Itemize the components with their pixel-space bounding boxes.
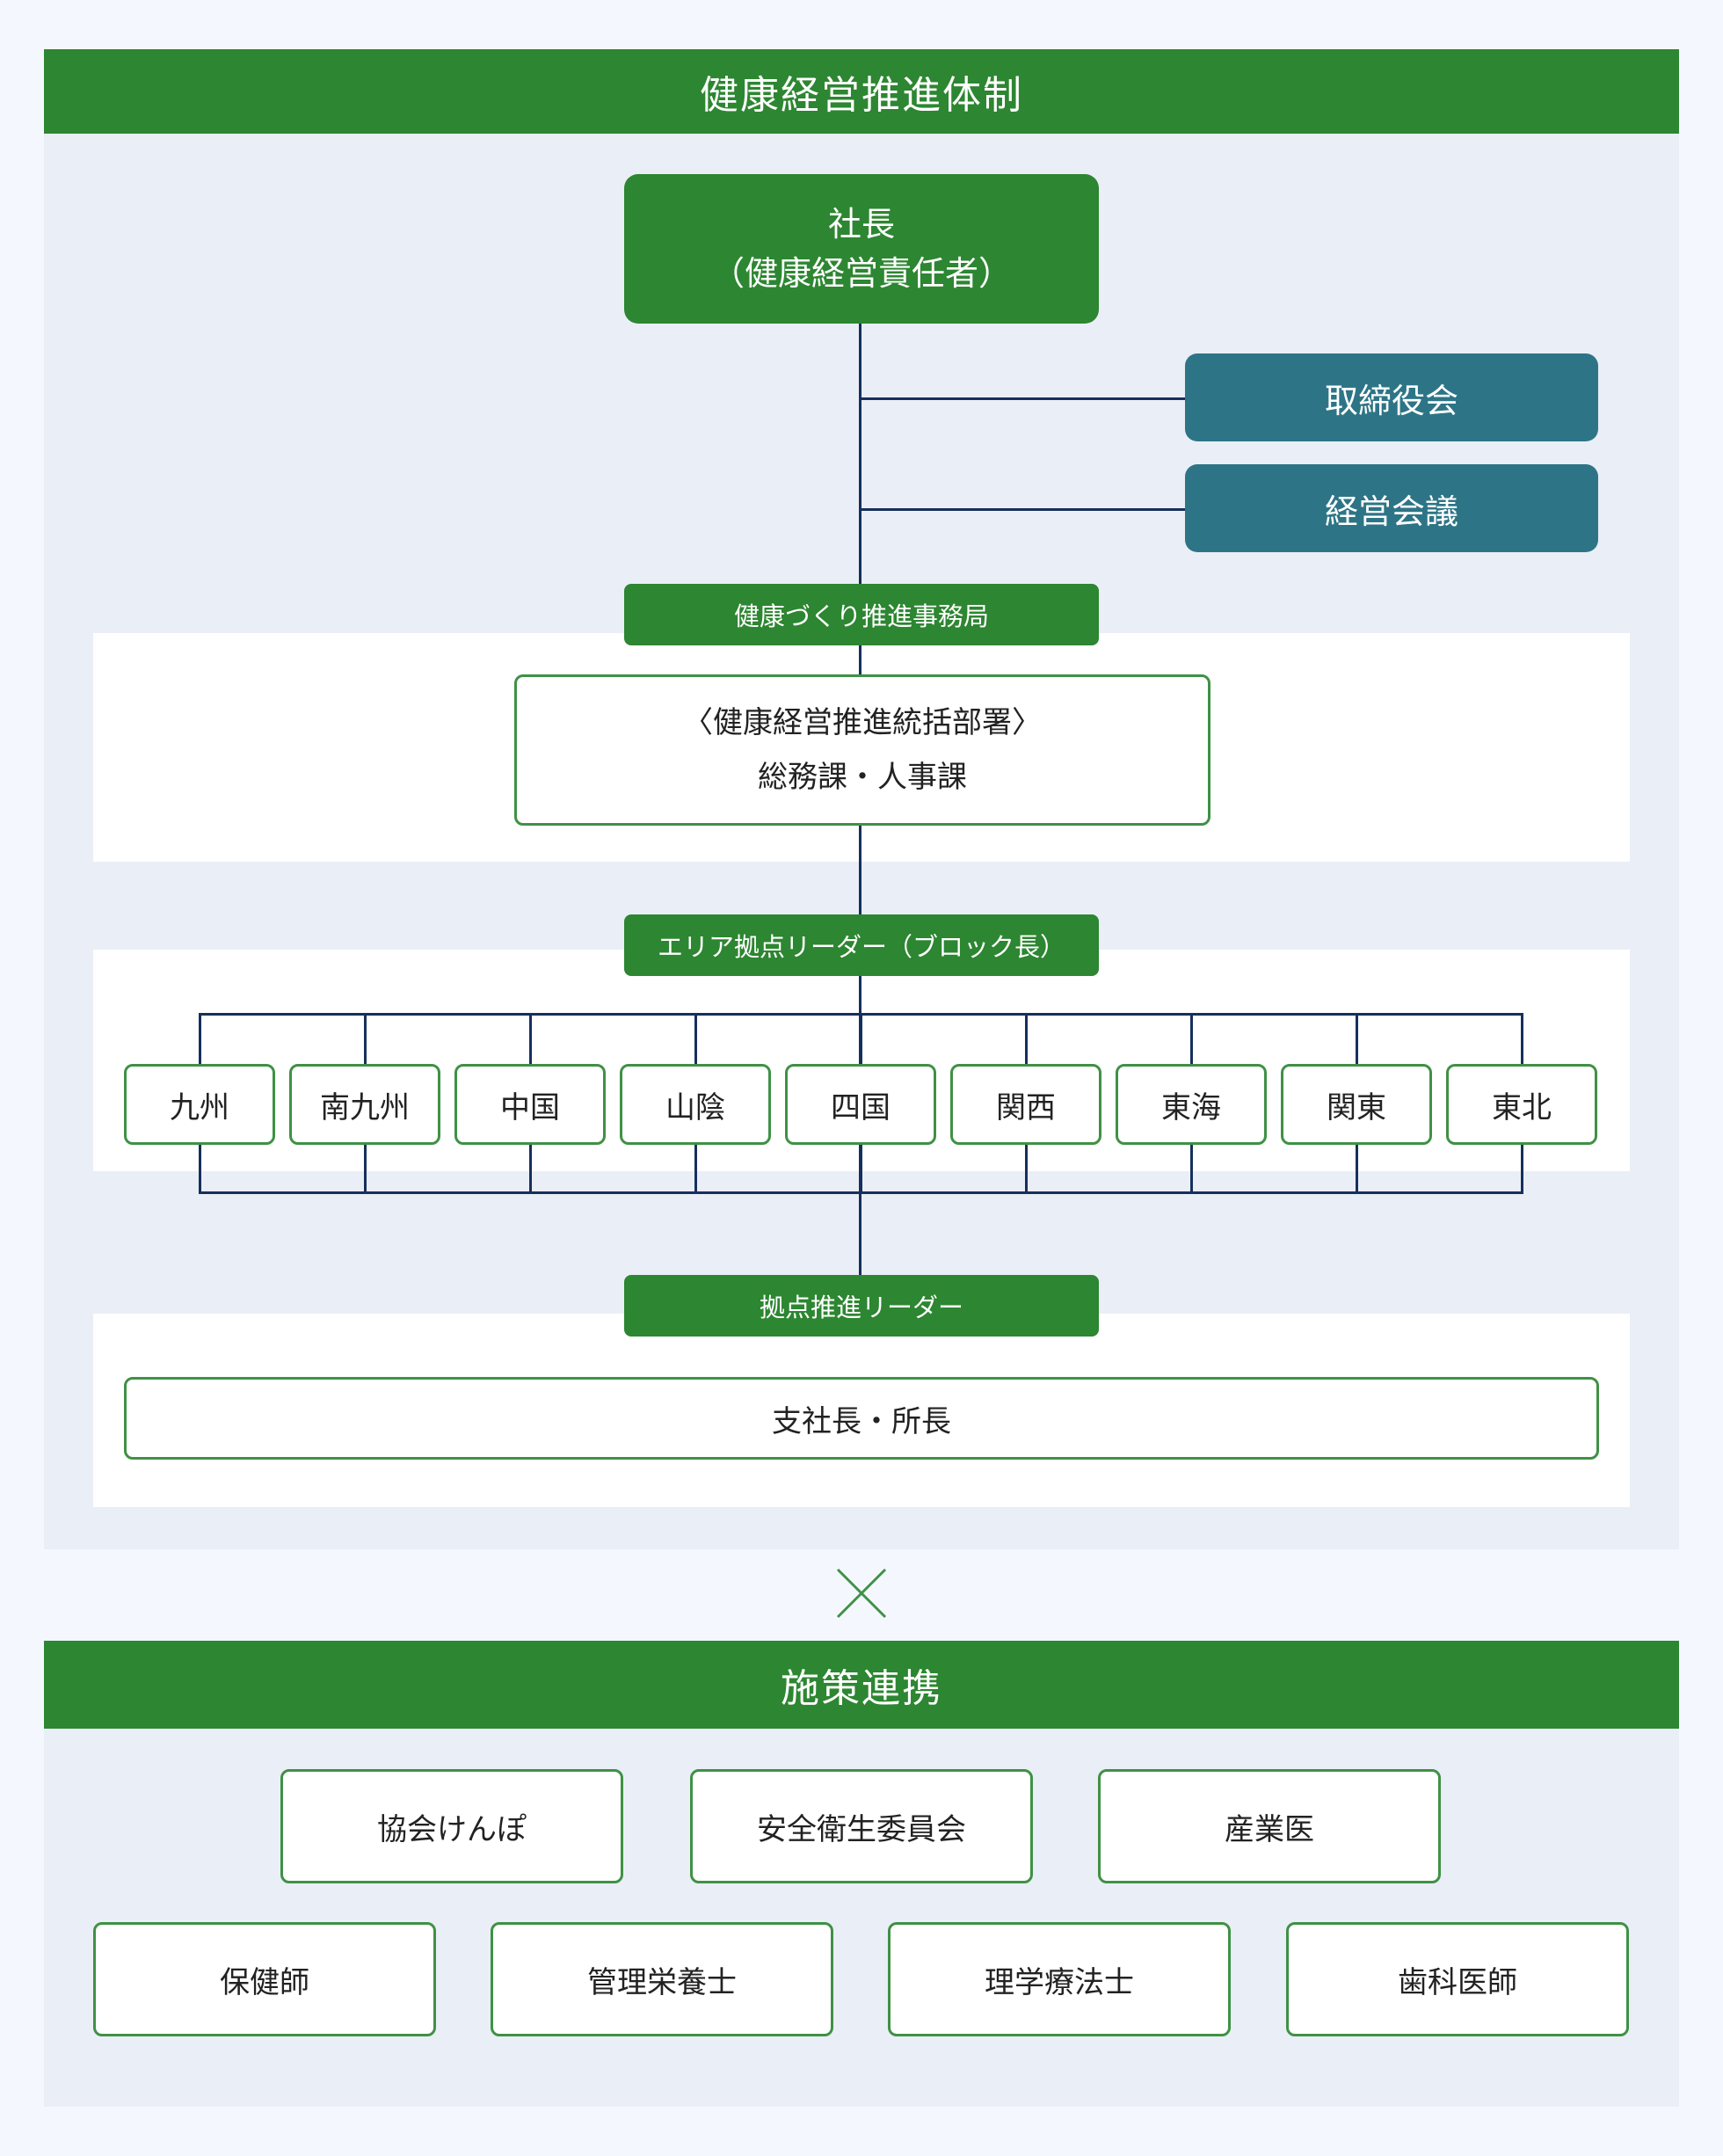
connector-line bbox=[1190, 1145, 1193, 1194]
cooperation-partner-box: 安全衛生委員会 bbox=[690, 1769, 1033, 1883]
cooperation-partner-box: 歯科医師 bbox=[1286, 1922, 1629, 2036]
connector-line bbox=[364, 1013, 367, 1064]
region-box: 中国 bbox=[454, 1064, 606, 1145]
president-title: 社長 bbox=[827, 205, 895, 244]
region-box: 南九州 bbox=[289, 1064, 440, 1145]
secretariat-sections: 総務課・人事課 bbox=[758, 760, 967, 795]
connector-line bbox=[1190, 1013, 1193, 1064]
region-box: 山陰 bbox=[620, 1064, 771, 1145]
site-leaders-box: 支社長・所長 bbox=[124, 1377, 1599, 1460]
cooperation-partner-box: 保健師 bbox=[93, 1922, 436, 2036]
connector-line bbox=[1356, 1013, 1358, 1064]
region-box: 関東 bbox=[1281, 1064, 1432, 1145]
connector-line bbox=[859, 508, 1185, 511]
structure-header: 健康経営推進体制 bbox=[44, 49, 1679, 134]
region-box: 四国 bbox=[785, 1064, 936, 1145]
management-meeting-box: 経営会議 bbox=[1185, 464, 1598, 552]
connector-line bbox=[859, 397, 1185, 400]
connector-line bbox=[694, 1145, 697, 1194]
region-box: 九州 bbox=[124, 1064, 275, 1145]
region-box: 東北 bbox=[1446, 1064, 1597, 1145]
connector-line bbox=[1521, 1013, 1523, 1064]
region-box: 東海 bbox=[1116, 1064, 1267, 1145]
cooperation-partner-box: 産業医 bbox=[1098, 1769, 1441, 1883]
president-role: （健康経営責任者） bbox=[710, 254, 1012, 293]
connector-line bbox=[1025, 1013, 1028, 1064]
cooperation-partner-box: 理学療法士 bbox=[888, 1922, 1231, 2036]
connector-line bbox=[1356, 1145, 1358, 1194]
cooperation-partner-box: 管理栄養士 bbox=[491, 1922, 833, 2036]
connector-line bbox=[529, 1145, 532, 1194]
president-box: 社長 （健康経営責任者） bbox=[624, 174, 1099, 324]
connector-line bbox=[529, 1013, 532, 1064]
connector-line bbox=[1521, 1145, 1523, 1194]
connector-line bbox=[860, 1145, 862, 1194]
site-leaders-tab: 拠点推進リーダー bbox=[624, 1275, 1099, 1337]
secretariat-department: 〈健康経営推進統括部署〉 bbox=[683, 705, 1042, 740]
connector-line bbox=[199, 1145, 201, 1194]
connector-line bbox=[1025, 1145, 1028, 1194]
cross-icon bbox=[836, 1568, 887, 1619]
connector-line bbox=[860, 1013, 862, 1064]
connector-line bbox=[364, 1145, 367, 1194]
cooperation-header: 施策連携 bbox=[44, 1641, 1679, 1729]
secretariat-tab: 健康づくり推進事務局 bbox=[624, 584, 1099, 645]
connector-line bbox=[199, 1013, 201, 1064]
region-box: 関西 bbox=[950, 1064, 1101, 1145]
area-leaders-tab: エリア拠点リーダー（ブロック長） bbox=[624, 914, 1099, 976]
connector-line bbox=[694, 1013, 697, 1064]
secretariat-box: 〈健康経営推進統括部署〉 総務課・人事課 bbox=[514, 674, 1210, 826]
board-box: 取締役会 bbox=[1185, 353, 1598, 441]
cooperation-partner-box: 協会けんぽ bbox=[280, 1769, 623, 1883]
